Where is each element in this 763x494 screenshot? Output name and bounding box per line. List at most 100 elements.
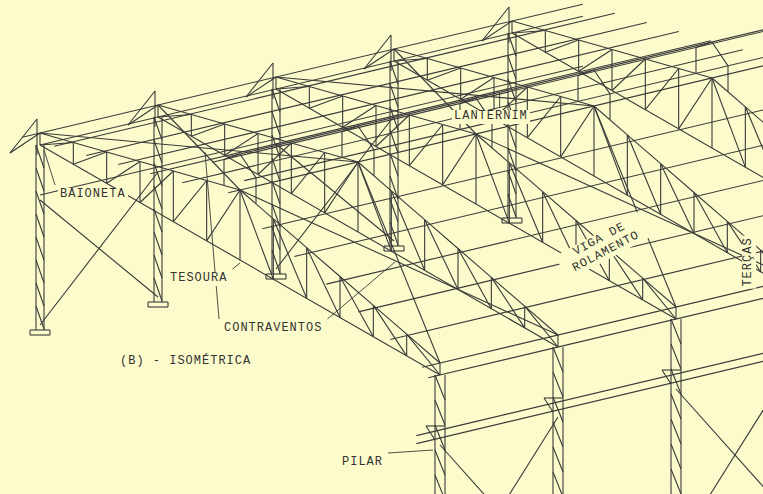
member-line xyxy=(515,33,516,218)
member-line xyxy=(390,153,398,176)
member-line xyxy=(154,255,162,278)
member-line xyxy=(306,248,307,299)
part-label: VIGA DE ROLAMENTO xyxy=(555,212,651,280)
member-line xyxy=(150,41,711,174)
part-label: PILAR xyxy=(340,456,385,470)
member-line xyxy=(457,249,458,290)
member-line xyxy=(671,469,681,494)
member-line xyxy=(39,133,40,145)
member-line xyxy=(257,134,258,175)
member-line xyxy=(36,283,44,306)
member-line xyxy=(458,249,491,278)
member-line xyxy=(676,389,763,494)
view-caption: (B) - ISOMÉTRICA xyxy=(118,355,253,369)
member-line xyxy=(36,260,44,283)
member-line xyxy=(627,135,660,215)
member-line xyxy=(525,306,558,347)
member-line xyxy=(390,176,398,199)
part-label: TERÇAS xyxy=(742,235,756,288)
member-line xyxy=(502,217,522,218)
member-line xyxy=(86,22,647,155)
member-line xyxy=(73,152,106,164)
member-line xyxy=(643,278,676,307)
member-line xyxy=(509,163,542,243)
member-line xyxy=(167,302,168,307)
member-line xyxy=(154,209,162,232)
member-line xyxy=(291,143,292,194)
member-line xyxy=(340,277,373,337)
member-line xyxy=(491,277,524,328)
member-line xyxy=(409,115,410,166)
member-line xyxy=(394,61,763,291)
member-line xyxy=(609,94,610,120)
member-line xyxy=(40,66,583,195)
member-line xyxy=(279,89,280,274)
member-line xyxy=(662,369,681,370)
leader-line xyxy=(205,152,219,319)
member-line xyxy=(671,394,681,419)
member-line xyxy=(711,78,712,148)
structure xyxy=(10,4,763,494)
member-line xyxy=(424,220,425,271)
member-line xyxy=(173,171,174,222)
member-line xyxy=(508,33,516,56)
member-line xyxy=(643,278,676,319)
member-line xyxy=(693,193,694,234)
member-line xyxy=(407,334,440,363)
member-line xyxy=(671,319,681,344)
member-line xyxy=(391,191,424,271)
member-line xyxy=(390,61,398,84)
member-line xyxy=(291,143,324,153)
member-line xyxy=(154,278,162,301)
member-line xyxy=(265,274,266,279)
member-line xyxy=(561,106,594,157)
member-line xyxy=(508,125,516,148)
member-line xyxy=(627,135,660,164)
member-line xyxy=(428,246,763,378)
member-line xyxy=(29,330,30,335)
member-line xyxy=(373,305,374,336)
member-line xyxy=(501,218,502,223)
member-line xyxy=(403,246,404,251)
member-line xyxy=(593,106,594,176)
member-line xyxy=(73,143,74,165)
member-line xyxy=(435,450,445,475)
member-line xyxy=(206,181,207,241)
member-line xyxy=(426,425,445,426)
member-line xyxy=(545,31,578,41)
member-line xyxy=(148,306,168,307)
member-line xyxy=(364,35,391,69)
leader-line xyxy=(232,263,240,269)
member-line xyxy=(40,145,440,375)
member-line xyxy=(228,25,763,157)
member-line xyxy=(527,87,560,97)
member-line xyxy=(158,117,558,347)
member-line xyxy=(276,116,394,269)
member-line xyxy=(679,78,712,129)
member-line xyxy=(276,89,676,319)
member-line xyxy=(157,105,158,117)
member-line xyxy=(645,59,646,110)
member-line xyxy=(10,119,37,153)
member-line xyxy=(443,134,476,185)
member-line xyxy=(594,106,676,307)
member-line xyxy=(475,134,476,204)
member-line xyxy=(407,334,440,375)
member-line xyxy=(285,274,286,279)
member-line xyxy=(154,232,162,255)
member-line xyxy=(476,134,763,279)
member-line xyxy=(444,375,445,494)
member-line xyxy=(154,117,162,140)
member-line xyxy=(427,68,460,80)
leader-lines xyxy=(44,92,500,453)
member-line xyxy=(357,162,358,232)
member-line xyxy=(182,50,743,183)
member-line xyxy=(416,309,763,443)
part-label: BAIONETA xyxy=(58,188,128,202)
member-line xyxy=(435,375,445,400)
member-line xyxy=(158,105,240,190)
member-line xyxy=(161,117,162,302)
member-line xyxy=(309,87,342,97)
member-line xyxy=(482,7,509,41)
